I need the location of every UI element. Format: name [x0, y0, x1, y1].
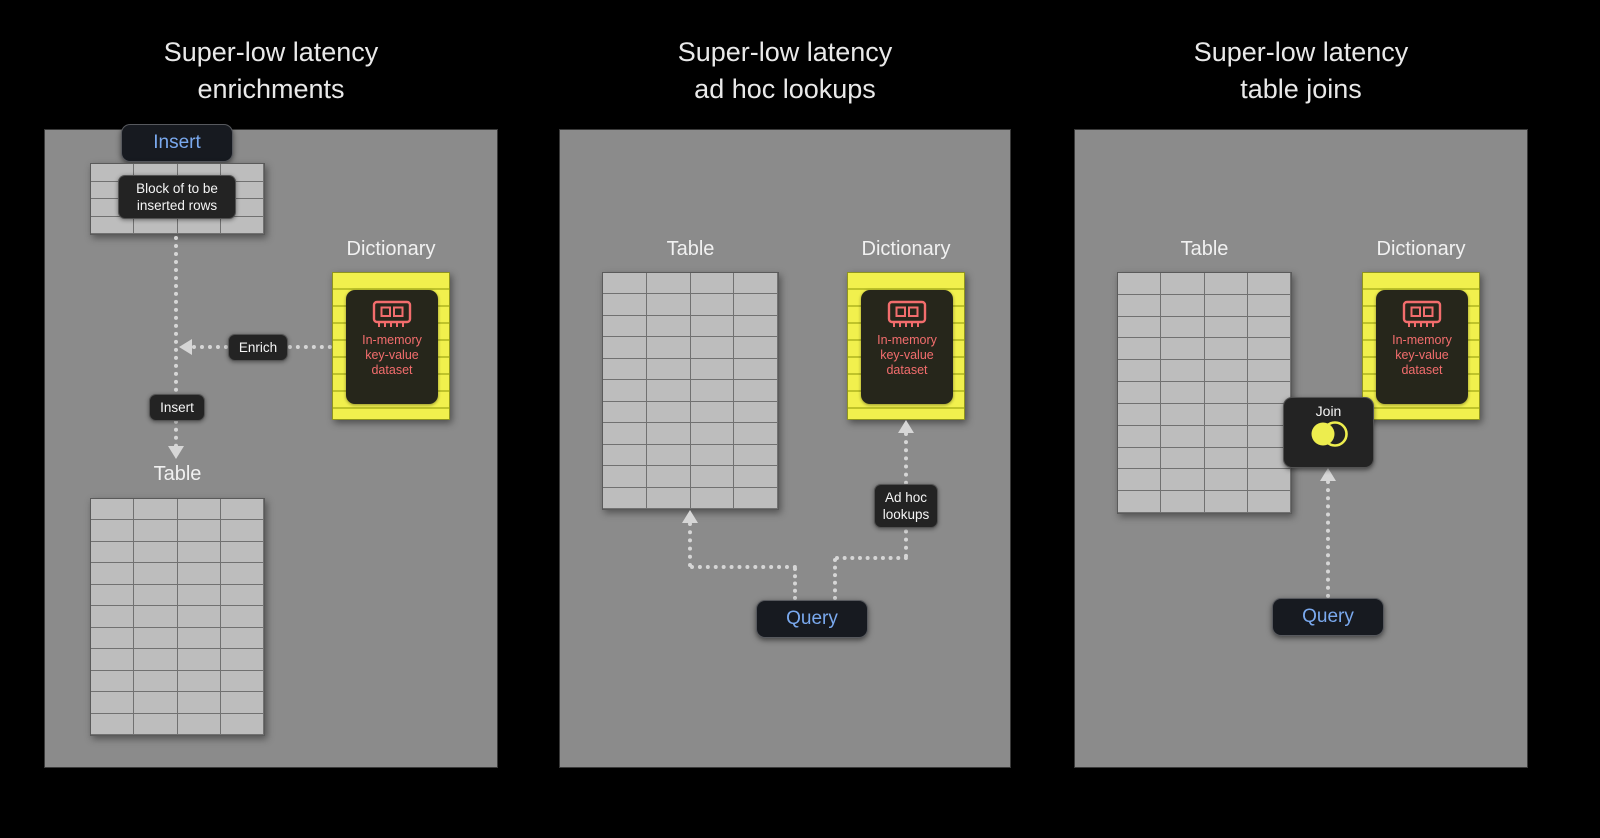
venn-overlap-icon: [1311, 421, 1348, 447]
dictionary-card: In-memory key-value dataset: [1362, 272, 1480, 420]
query-right-h-line: [835, 556, 908, 560]
table-label: Table: [666, 238, 715, 260]
insert-arrow-down-icon: [168, 446, 184, 459]
enrich-badge: Enrich: [228, 334, 288, 361]
dictionary-description: In-memory key-value dataset: [877, 333, 937, 377]
memory-chip-icon: [372, 300, 412, 327]
dictionary-inner-box: In-memory key-value dataset: [346, 290, 438, 404]
insert-flow-line: [174, 236, 178, 448]
panel-table-joins: Table Dictionary In-memory key-value dat…: [1075, 130, 1527, 767]
panel-adhoc-lookups: Table Dictionary In-memory key-value dat…: [560, 130, 1010, 767]
join-arrow-up-icon: [1320, 468, 1336, 481]
block-rows-label: Block of to be inserted rows: [118, 175, 236, 219]
table-label: Table: [153, 463, 202, 485]
dictionary-arrow-up-icon: [898, 420, 914, 433]
insert-button[interactable]: Insert: [121, 124, 233, 162]
query-left-stub-line: [793, 567, 797, 600]
adhoc-lookups-badge: Ad hoc lookups: [874, 484, 938, 528]
memory-chip-icon: [887, 300, 927, 327]
dictionary-label: Dictionary: [1376, 238, 1466, 260]
title-enrichments: Super-low latency enrichments: [163, 37, 379, 104]
join-table: [1117, 272, 1292, 514]
dictionary-card: In-memory key-value dataset: [332, 272, 450, 420]
query-left-v-line: [688, 522, 692, 567]
panel-enrichments: Insert Block of to be inserted rows Inse…: [45, 124, 497, 767]
query-left-h-line: [690, 565, 797, 569]
query-join-line: [1326, 480, 1330, 598]
query-button[interactable]: Query: [756, 600, 868, 638]
table-arrow-up-icon: [682, 510, 698, 523]
insert-flow-badge: Insert: [149, 394, 205, 421]
dictionary-label: Dictionary: [861, 238, 951, 260]
join-label: Join: [1315, 403, 1342, 419]
dictionary-inner-box: In-memory key-value dataset: [1376, 290, 1468, 404]
dictionary-inner-box: In-memory key-value dataset: [861, 290, 953, 404]
title-table-joins: Super-low latency table joins: [1193, 37, 1409, 104]
join-node: Join: [1283, 397, 1374, 468]
query-button[interactable]: Query: [1272, 598, 1384, 636]
title-adhoc-lookups: Super-low latency ad hoc lookups: [677, 37, 893, 104]
table-label: Table: [1180, 238, 1229, 260]
dictionary-label: Dictionary: [346, 238, 436, 260]
memory-chip-icon: [1402, 300, 1442, 327]
dictionary-description: In-memory key-value dataset: [362, 333, 422, 377]
lookup-table: [602, 272, 779, 510]
dictionary-description: In-memory key-value dataset: [1392, 333, 1452, 377]
dictionary-card: In-memory key-value dataset: [847, 272, 965, 420]
enrich-arrow-left-icon: [179, 339, 192, 355]
query-right-stub-line: [833, 558, 837, 600]
destination-table: [90, 498, 265, 736]
